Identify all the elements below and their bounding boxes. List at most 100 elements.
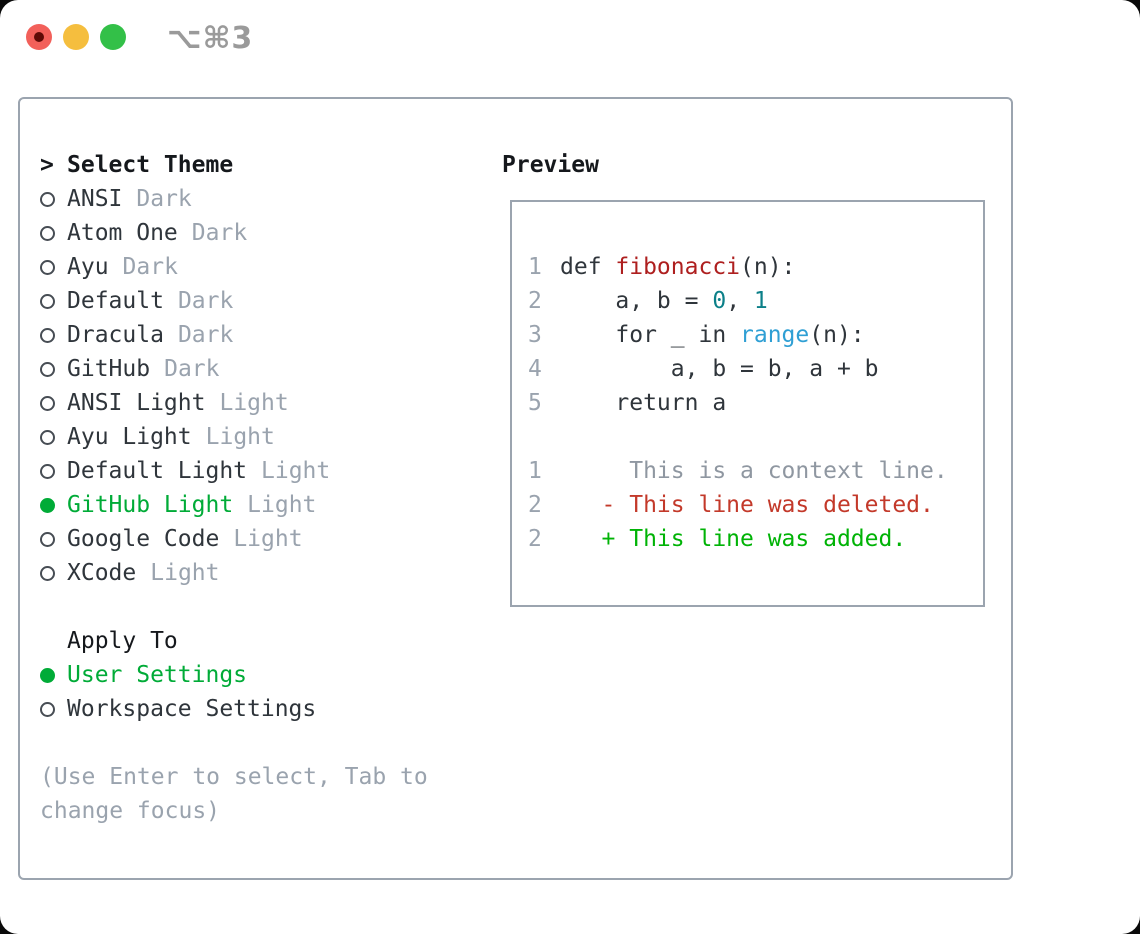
option-label: Default Light <box>67 458 248 484</box>
variant-label: Light <box>261 458 331 484</box>
code-line <box>528 420 983 454</box>
code-token-literal: 1 <box>753 288 768 314</box>
code-line: 3 for _ in range(n): <box>528 318 983 352</box>
variant-label: Dark <box>191 220 248 246</box>
option-label: Workspace Settings <box>67 696 317 722</box>
radio-unselected-icon <box>40 259 55 275</box>
line-number: 4 <box>528 356 542 382</box>
apply-option-user-settings[interactable]: User Settings <box>40 658 490 692</box>
variant-label: Light <box>205 424 275 450</box>
code-token-deleted: - This line was deleted. <box>601 492 934 518</box>
radio-selected-icon <box>40 497 55 513</box>
radio-unselected-icon <box>40 531 55 547</box>
radio-unselected-icon <box>40 191 55 207</box>
code-line: 1 def fibonacci(n): <box>528 250 983 284</box>
hint-line-1: (Use Enter to select, Tab to <box>40 764 428 790</box>
variant-label: Dark <box>177 322 234 348</box>
code-token-context: This is a context line. <box>560 458 948 484</box>
minimize-button[interactable] <box>63 24 89 50</box>
code-token-builtin: range <box>740 322 810 348</box>
select-theme-header: > Select Theme <box>40 148 490 182</box>
radio-unselected-icon <box>40 293 55 309</box>
radio-unselected-icon <box>40 463 55 479</box>
line-number: 2 <box>528 526 542 552</box>
select-theme-title: Select Theme <box>67 152 234 178</box>
variant-label: Dark <box>122 254 178 280</box>
code-token-plain: , <box>726 288 754 314</box>
code-line: 1 This is a context line. <box>528 454 983 488</box>
prompt-arrow-icon: > <box>40 152 54 178</box>
line-number: 5 <box>528 390 542 416</box>
code-token-plain <box>560 526 602 552</box>
radio-unselected-icon <box>40 395 55 411</box>
radio-unselected-icon <box>40 429 55 445</box>
option-label: GitHub <box>67 356 151 382</box>
window-titlebar: ⌥⌘3 <box>0 0 1140 74</box>
line-number: 2 <box>528 288 542 314</box>
code-token-plain: a, b = <box>560 288 713 314</box>
keyboard-shortcut-label: ⌥⌘3 <box>167 21 254 56</box>
theme-option-default[interactable]: Default Dark <box>40 284 490 318</box>
radio-unselected-icon <box>40 701 55 717</box>
option-label: User Settings <box>67 662 248 688</box>
theme-option-ansi[interactable]: ANSI Dark <box>40 182 490 216</box>
theme-option-default-light[interactable]: Default Light Light <box>40 454 490 488</box>
close-button[interactable] <box>26 24 52 50</box>
code-token-plain: a, b = b, a + b <box>560 356 879 382</box>
option-label: ANSI Light <box>67 390 206 416</box>
apply-option-workspace-settings[interactable]: Workspace Settings <box>40 692 490 726</box>
variant-label: Light <box>247 492 317 518</box>
option-label: Default <box>67 288 164 314</box>
theme-option-atom-one[interactable]: Atom One Dark <box>40 216 490 250</box>
code-token-added: + This line was added. <box>601 526 907 552</box>
code-token-plain: for _ in <box>560 322 741 348</box>
option-label: XCode <box>67 560 137 586</box>
line-number: 3 <box>528 322 542 348</box>
variant-label: Light <box>219 390 289 416</box>
code-token-plain: return a <box>560 390 727 416</box>
line-number: 1 <box>528 254 542 280</box>
theme-option-xcode[interactable]: XCode Light <box>40 556 490 590</box>
hint-line-2: change focus) <box>40 798 221 824</box>
code-token-plain: def <box>560 254 616 280</box>
option-label: Google Code <box>67 526 220 552</box>
theme-option-ansi-light[interactable]: ANSI Light Light <box>40 386 490 420</box>
apply-to-header: Apply To <box>40 624 490 658</box>
option-label: Ayu <box>67 254 109 280</box>
variant-label: Dark <box>164 356 220 382</box>
code-token-literal: 0 <box>712 288 727 314</box>
variant-label: Dark <box>136 186 192 212</box>
spacer <box>40 726 490 760</box>
theme-option-github-light[interactable]: GitHub Light Light <box>40 488 490 522</box>
variant-label: Light <box>150 560 220 586</box>
apply-to-title: Apply To <box>67 628 178 654</box>
code-line: 4 a, b = b, a + b <box>528 352 983 386</box>
zoom-button[interactable] <box>100 24 126 50</box>
code-token-plain: (n): <box>740 254 796 280</box>
option-label: GitHub Light <box>67 492 234 518</box>
line-number: 2 <box>528 492 542 518</box>
code-line: 2 - This line was deleted. <box>528 488 983 522</box>
code-token-plain: (n): <box>809 322 865 348</box>
code-line: 5 return a <box>528 386 983 420</box>
spacer <box>40 590 490 624</box>
radio-unselected-icon <box>40 327 55 343</box>
preview-title: Preview <box>502 152 599 178</box>
radio-unselected-icon <box>40 225 55 241</box>
code-token-func: fibonacci <box>615 254 741 280</box>
radio-unselected-icon <box>40 361 55 377</box>
option-label: ANSI <box>67 186 123 212</box>
theme-option-ayu[interactable]: Ayu Dark <box>40 250 490 284</box>
option-label: Atom One <box>67 220 178 246</box>
theme-option-github[interactable]: GitHub Dark <box>40 352 490 386</box>
radio-unselected-icon <box>40 565 55 581</box>
line-number: 1 <box>528 458 542 484</box>
variant-label: Dark <box>177 288 234 314</box>
